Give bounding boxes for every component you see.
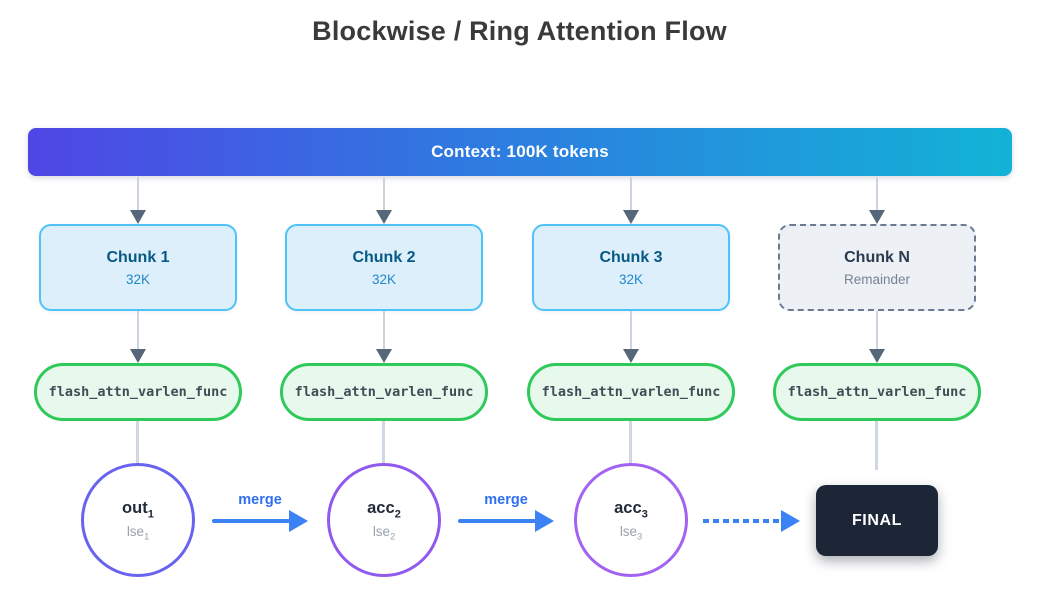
connector-line — [876, 177, 878, 210]
context-banner-label: Context: 100K tokens — [431, 142, 609, 161]
connector-line — [136, 421, 139, 465]
chunk-3-subtitle: 32K — [618, 271, 644, 287]
down-arrow-icon — [130, 349, 146, 363]
final-box: FINAL — [816, 485, 938, 556]
right-arrow-icon — [289, 510, 308, 532]
context-banner: Context: 100K tokens — [28, 128, 1012, 176]
node-main-text: acc — [614, 498, 642, 517]
node-secondary-text: lse — [126, 523, 145, 539]
connector-line — [875, 421, 878, 470]
func-pill-3: flash_attn_varlen_func — [527, 363, 735, 421]
chunk-3-title: Chunk 3 — [599, 248, 663, 266]
down-arrow-icon — [130, 210, 146, 224]
node-secondary-text: lse — [372, 523, 391, 539]
connector-line — [629, 421, 632, 465]
node-main-text: acc — [367, 498, 395, 517]
connector-line — [383, 311, 385, 349]
chunk-n-box: Chunk N Remainder — [778, 224, 976, 311]
result-node-acc2-lse: lse2 — [373, 524, 395, 542]
connector-line — [137, 177, 139, 210]
node-main-subscript: 1 — [147, 507, 154, 520]
right-arrow-icon — [781, 510, 800, 532]
func-pill-n: flash_attn_varlen_func — [773, 363, 981, 421]
down-arrow-icon — [376, 210, 392, 224]
connector-line — [383, 177, 385, 210]
node-main-subscript: 3 — [641, 507, 648, 520]
right-arrow-icon — [535, 510, 554, 532]
connector-line — [876, 311, 878, 349]
chunk-2-title: Chunk 2 — [352, 248, 416, 266]
result-node-acc2-label: acc2 — [367, 499, 401, 520]
result-node-out1-label: out1 — [122, 499, 154, 520]
node-secondary-subscript: 3 — [637, 531, 643, 542]
chunk-1-title: Chunk 1 — [106, 248, 170, 266]
func-pill-1-label: flash_attn_varlen_func — [48, 384, 228, 400]
dashed-arrow-line — [703, 519, 783, 523]
connector-line — [630, 311, 632, 349]
connector-line — [382, 421, 385, 465]
chunk-1-box: Chunk 1 32K — [39, 224, 237, 311]
func-pill-1: flash_attn_varlen_func — [34, 363, 242, 421]
page-title: Blockwise / Ring Attention Flow — [312, 16, 727, 46]
node-secondary-subscript: 1 — [144, 531, 150, 542]
merge-arrow-line — [458, 519, 536, 523]
chunk-n-subtitle: Remainder — [843, 271, 911, 287]
down-arrow-icon — [869, 349, 885, 363]
down-arrow-icon — [376, 349, 392, 363]
chunk-2-box: Chunk 2 32K — [285, 224, 483, 311]
result-node-out1-lse: lse1 — [127, 524, 149, 542]
node-main-text: out — [122, 498, 148, 517]
node-main-subscript: 2 — [394, 507, 401, 520]
merge-arrow-line — [212, 519, 290, 523]
func-pill-n-label: flash_attn_varlen_func — [787, 384, 967, 400]
down-arrow-icon — [623, 210, 639, 224]
connector-line — [137, 311, 139, 349]
node-secondary-subscript: 2 — [390, 531, 396, 542]
down-arrow-icon — [869, 210, 885, 224]
node-secondary-text: lse — [619, 523, 638, 539]
merge-label-1: merge — [238, 492, 282, 508]
func-pill-2: flash_attn_varlen_func — [280, 363, 488, 421]
merge-label-2: merge — [484, 492, 528, 508]
final-box-label: FINAL — [851, 511, 903, 529]
func-pill-3-label: flash_attn_varlen_func — [541, 384, 721, 400]
result-node-acc3: acc3 lse3 — [574, 463, 688, 577]
chunk-2-subtitle: 32K — [371, 271, 397, 287]
chunk-n-title: Chunk N — [844, 248, 910, 266]
chunk-3-box: Chunk 3 32K — [532, 224, 730, 311]
connector-line — [630, 177, 632, 210]
result-node-acc2: acc2 lse2 — [327, 463, 441, 577]
result-node-acc3-label: acc3 — [614, 499, 648, 520]
result-node-acc3-lse: lse3 — [620, 524, 642, 542]
down-arrow-icon — [623, 349, 639, 363]
func-pill-2-label: flash_attn_varlen_func — [294, 384, 474, 400]
chunk-1-subtitle: 32K — [125, 271, 151, 287]
result-node-out1: out1 lse1 — [81, 463, 195, 577]
